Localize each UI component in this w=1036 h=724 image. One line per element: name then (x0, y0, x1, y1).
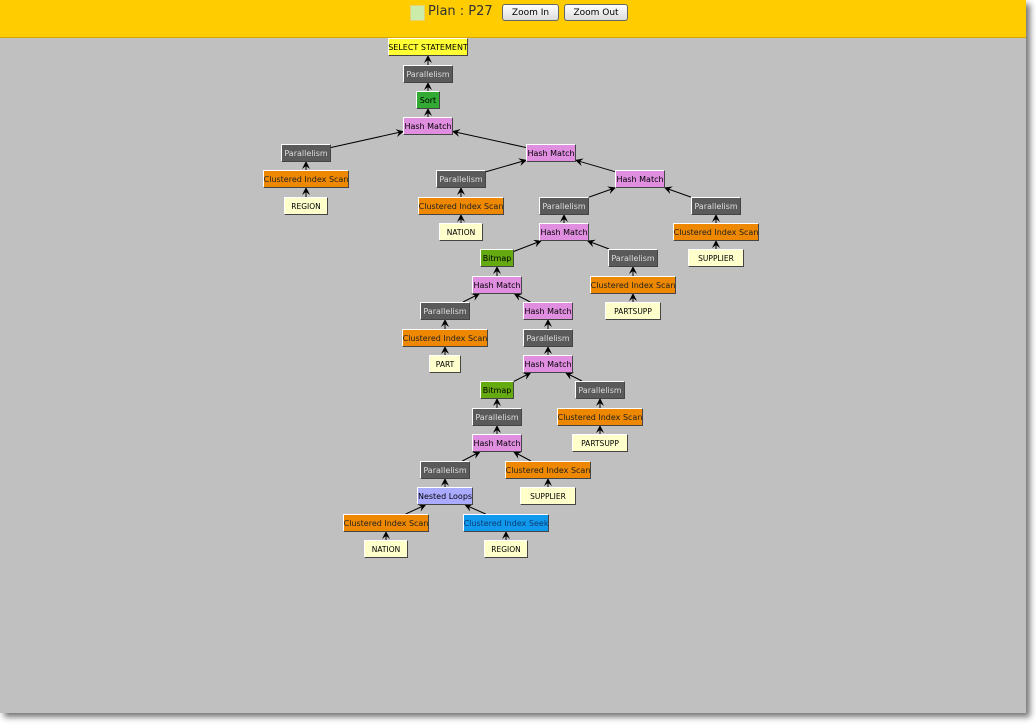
plan-edge-arrow (664, 186, 692, 198)
plan-edge-arrow (462, 293, 480, 303)
plan-edge-arrow (464, 504, 486, 515)
plan-node-scan[interactable]: Clustered Index Scan (505, 461, 591, 479)
plan-node-bitmap[interactable]: Bitmap (480, 249, 514, 267)
plan-color-swatch (410, 5, 425, 21)
plan-node-hash[interactable]: Hash Match (523, 355, 573, 373)
plan-node-parallelism[interactable]: Parallelism (281, 144, 331, 162)
plan-node-parallelism[interactable]: Parallelism (436, 170, 486, 188)
plan-node-hash[interactable]: Hash Match (539, 223, 589, 241)
plan-edge-arrow (513, 239, 542, 252)
plan-node-table[interactable]: SUPPLIER (520, 487, 576, 505)
plan-node-parallelism[interactable]: Parallelism (691, 197, 741, 215)
plan-node-hash[interactable]: Hash Match (403, 117, 453, 135)
toolbar: Plan : P27 Zoom In Zoom Out (0, 0, 1026, 38)
plan-edge-arrow (588, 186, 616, 198)
plan-node-scan[interactable]: Clustered Index Scan (402, 329, 488, 347)
plan-node-hash[interactable]: Hash Match (615, 170, 665, 188)
plan-edge-arrow (452, 129, 527, 149)
plan-node-scan[interactable]: Clustered Index Scan (590, 276, 676, 294)
plan-node-table[interactable]: SUPPLIER (688, 249, 744, 267)
plan-edge-arrow (575, 158, 616, 173)
plan-node-table[interactable]: PARTSUPP (605, 302, 661, 320)
plan-node-scan[interactable]: Clustered Index Scan (418, 197, 504, 215)
plan-node-scan[interactable]: Clustered Index Scan (263, 170, 349, 188)
plan-node-select[interactable]: SELECT STATEMENT (388, 38, 468, 56)
plan-node-scan[interactable]: Clustered Index Scan (557, 408, 643, 426)
plan-edge-arrow (513, 293, 531, 303)
plan-node-table[interactable]: REGION (284, 197, 328, 215)
plan-edge-arrow (330, 129, 404, 148)
plan-node-loops[interactable]: Nested Loops (417, 487, 473, 505)
plan-node-hash[interactable]: Hash Match (526, 144, 576, 162)
plan-edge-arrow (462, 451, 481, 462)
plan-node-table[interactable]: NATION (364, 540, 408, 558)
plan-node-sort[interactable]: Sort (416, 91, 440, 109)
plan-node-hash[interactable]: Hash Match (472, 276, 522, 294)
plan-node-parallelism[interactable]: Parallelism (403, 65, 453, 83)
plan-edge-arrow (485, 158, 527, 173)
plan-node-parallelism[interactable]: Parallelism (608, 249, 658, 267)
plan-node-parallelism[interactable]: Parallelism (539, 197, 589, 215)
plan-edge-arrow (513, 372, 532, 382)
plan-node-seek[interactable]: Clustered Index Seek (463, 514, 549, 532)
plan-node-table[interactable]: REGION (484, 540, 528, 558)
plan-node-parallelism[interactable]: Parallelism (523, 329, 573, 347)
plan-edge-arrow (513, 451, 532, 462)
plan-edges (302, 55, 720, 540)
plan-node-parallelism[interactable]: Parallelism (575, 381, 625, 399)
plan-node-table[interactable]: PART (429, 355, 461, 373)
plan-node-scan[interactable]: Clustered Index Scan (673, 223, 759, 241)
plan-edge-arrow (565, 372, 583, 382)
plan-title: Plan : P27 (428, 4, 493, 19)
zoom-out-button[interactable]: Zoom Out (564, 4, 628, 21)
plan-node-bitmap[interactable]: Bitmap (480, 381, 514, 399)
plan-node-scan[interactable]: Clustered Index Scan (343, 514, 429, 532)
plan-node-hash[interactable]: Hash Match (523, 302, 573, 320)
plan-node-parallelism[interactable]: Parallelism (420, 302, 470, 320)
plan-viewer-window: Plan : P27 Zoom In Zoom Out SELECT STATE… (0, 0, 1026, 713)
plan-node-parallelism[interactable]: Parallelism (472, 408, 522, 426)
plan-edge-arrow (586, 239, 610, 250)
plan-node-parallelism[interactable]: Parallelism (420, 461, 470, 479)
zoom-in-button[interactable]: Zoom In (502, 4, 559, 21)
plan-node-table[interactable]: NATION (439, 223, 483, 241)
plan-node-hash[interactable]: Hash Match (472, 434, 522, 452)
plan-edge-arrow (405, 504, 427, 515)
plan-node-table[interactable]: PARTSUPP (572, 434, 628, 452)
